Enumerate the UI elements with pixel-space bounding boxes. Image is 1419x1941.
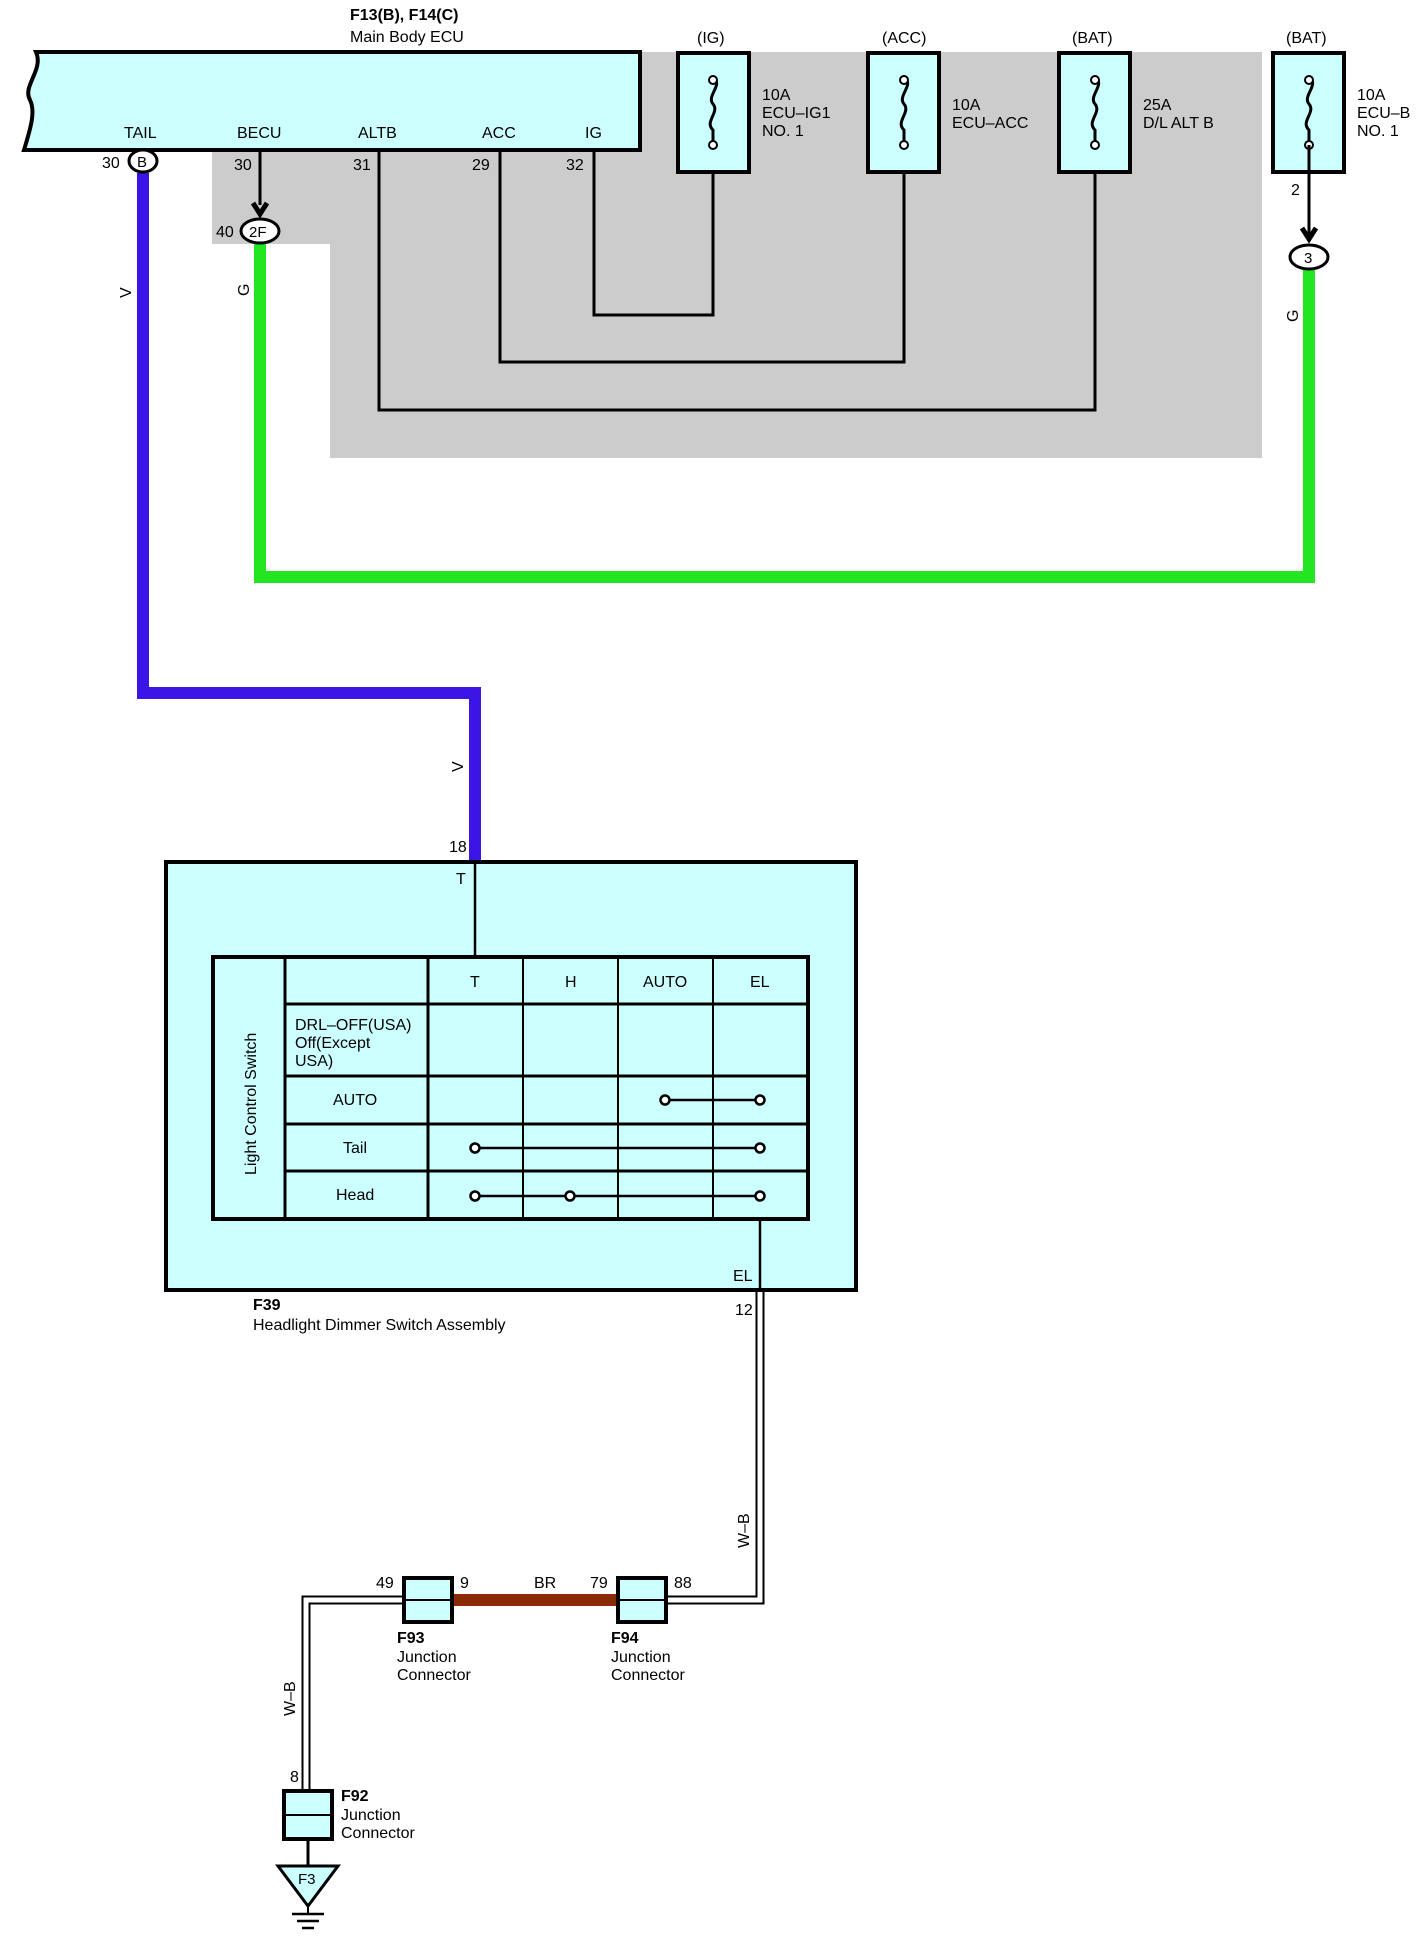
svg-text:Junction: Junction xyxy=(611,1649,671,1666)
row-drl-off-line1: DRL–OFF(USA) xyxy=(295,1017,411,1034)
ecu-pin-ig: IG xyxy=(585,125,602,142)
svg-text:F94: F94 xyxy=(611,1630,639,1647)
ecu-pin-tail: TAIL xyxy=(124,125,157,142)
svg-text:3: 3 xyxy=(1304,250,1312,267)
ecu-pin-altb: ALTB xyxy=(358,125,397,142)
svg-text:49: 49 xyxy=(376,1575,394,1592)
wire-label-v-right: V xyxy=(450,761,467,772)
switch-contacts xyxy=(469,1094,766,1202)
svg-text:88: 88 xyxy=(674,1575,692,1592)
svg-text:10A: 10A xyxy=(952,97,981,114)
column-auto: AUTO xyxy=(643,974,687,991)
ground-symbol: F3 xyxy=(275,1839,341,1930)
ecu-pin-becu-number: 30 xyxy=(234,157,252,174)
svg-text:2F: 2F xyxy=(249,224,267,241)
svg-text:2: 2 xyxy=(1291,182,1300,199)
row-head: Head xyxy=(336,1187,374,1204)
svg-text:Connector: Connector xyxy=(397,1667,471,1684)
light-control-switch-table xyxy=(211,955,810,1221)
svg-text:Junction: Junction xyxy=(341,1807,401,1824)
internal-wires xyxy=(258,138,1097,412)
ecu-pin-acc-number: 29 xyxy=(472,157,490,174)
switch-pin-el: EL xyxy=(733,1268,753,1285)
svg-text:ECU–IG1: ECU–IG1 xyxy=(762,105,831,122)
row-drl-off-line3: USA) xyxy=(295,1053,333,1070)
wire-label-wb-right: W–B xyxy=(736,1513,753,1548)
wire-green-g xyxy=(254,243,1315,583)
switch-id: F39 xyxy=(253,1297,281,1314)
svg-text:10A: 10A xyxy=(1357,87,1386,104)
table-title: Light Control Switch xyxy=(243,1033,260,1175)
svg-text:Connector: Connector xyxy=(341,1825,415,1842)
junction-f94: 79 88 F94 Junction Connector xyxy=(590,1575,692,1684)
fuse-dl-alt-b: (BAT) 25A D/L ALT B xyxy=(1057,30,1214,174)
wire-label-v-left: V xyxy=(118,287,135,298)
ecu-connector-b: B xyxy=(127,148,159,174)
column-el: EL xyxy=(750,974,770,991)
becu-arrow xyxy=(250,201,270,219)
row-auto: AUTO xyxy=(333,1092,377,1109)
svg-text:F92: F92 xyxy=(341,1788,369,1805)
ecu-pin-ig-number: 32 xyxy=(566,157,584,174)
svg-text:D/L ALT B: D/L ALT B xyxy=(1143,115,1214,132)
ecu-connector-2f: 2F xyxy=(239,217,281,245)
switch-name: Headlight Dimmer Switch Assembly xyxy=(253,1317,506,1334)
switch-pin-t: T xyxy=(456,871,466,888)
connector-3: 3 xyxy=(1288,243,1330,271)
ecu-pin-becu: BECU xyxy=(237,125,281,142)
junction-f92: 8 F92 Junction Connector xyxy=(282,1769,415,1842)
svg-text:B: B xyxy=(137,154,147,171)
fuse-ecu-acc: (ACC) 10A ECU–ACC xyxy=(866,30,1028,174)
switch-pin-el-number: 12 xyxy=(735,1302,753,1319)
ecu-pin-altb-number: 31 xyxy=(353,157,371,174)
column-t: T xyxy=(470,974,480,991)
wire-wb-right-outline xyxy=(666,1292,765,1605)
column-h: H xyxy=(565,974,577,991)
svg-text:(BAT): (BAT) xyxy=(1072,30,1113,47)
wire-label-g-right: G xyxy=(1285,310,1302,322)
ecu-connectors-label: F13(B), F14(C) xyxy=(350,7,458,24)
svg-text:8: 8 xyxy=(290,1769,299,1786)
wire-wb-left xyxy=(303,1597,404,1791)
row-tail: Tail xyxy=(343,1140,367,1157)
svg-text:(IG): (IG) xyxy=(697,30,725,47)
svg-text:10A: 10A xyxy=(762,87,791,104)
wire-violet-v xyxy=(137,173,481,860)
svg-text:F93: F93 xyxy=(397,1630,425,1647)
svg-text:Connector: Connector xyxy=(611,1667,685,1684)
row-drl-off-line2: Off(Except xyxy=(295,1035,371,1052)
wire-label-br: BR xyxy=(534,1575,556,1592)
fuse-ecu-b: (BAT) 10A ECU–B NO. 1 2 xyxy=(1271,30,1410,244)
svg-text:ECU–B: ECU–B xyxy=(1357,105,1410,122)
ecu-pin-tail-number: 30 xyxy=(102,155,120,172)
ecu-name-label: Main Body ECU xyxy=(350,29,464,46)
wire-label-wb-left: W–B xyxy=(282,1681,299,1716)
fuse-ecu-ig1: (IG) 10A ECU–IG1 NO. 1 xyxy=(676,30,831,174)
svg-text:F3: F3 xyxy=(298,1871,316,1888)
ecu-pin-acc: ACC xyxy=(482,125,516,142)
svg-text:ECU–ACC: ECU–ACC xyxy=(952,115,1028,132)
junction-block-shading xyxy=(212,52,1262,458)
svg-text:(ACC): (ACC) xyxy=(882,30,926,47)
svg-text:9: 9 xyxy=(460,1575,469,1592)
svg-text:79: 79 xyxy=(590,1575,608,1592)
wire-wb-left-outline xyxy=(301,1595,404,1791)
wire-label-g-left: G xyxy=(236,284,253,296)
svg-text:25A: 25A xyxy=(1143,97,1172,114)
main-body-ecu-box xyxy=(21,50,642,152)
svg-text:(BAT): (BAT) xyxy=(1286,30,1327,47)
svg-text:Junction: Junction xyxy=(397,1649,457,1666)
junction-f93: 49 9 F93 Junction Connector xyxy=(376,1575,471,1684)
switch-pin-t-number: 18 xyxy=(449,839,467,856)
ecu-becu-out-number: 40 xyxy=(216,224,234,241)
svg-text:NO. 1: NO. 1 xyxy=(1357,123,1399,140)
svg-text:NO. 1: NO. 1 xyxy=(762,123,804,140)
wire-wb-right xyxy=(666,1292,763,1603)
